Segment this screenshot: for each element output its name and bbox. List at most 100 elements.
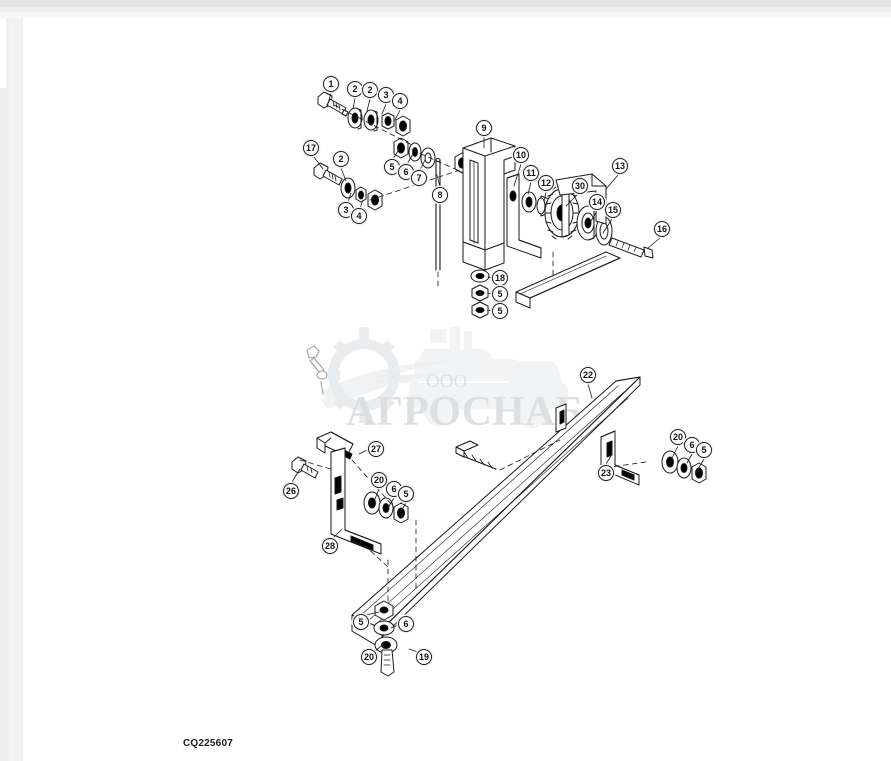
part-rod-8 xyxy=(435,158,441,271)
part-chain-link xyxy=(455,440,497,470)
part-bracket-10 xyxy=(506,173,542,259)
callout-4: 4 xyxy=(349,206,369,226)
callout-16: 16 xyxy=(652,219,672,239)
part-nut-4 xyxy=(395,115,411,137)
part-nut-4b xyxy=(367,189,383,211)
callout-2: 2 xyxy=(360,80,380,100)
callout-number: 16 xyxy=(657,224,667,234)
callout-number: 26 xyxy=(286,486,296,496)
callout-8: 8 xyxy=(430,185,450,205)
callout-number: 6 xyxy=(403,167,408,177)
drawing-code-label: CQ225607 xyxy=(183,738,233,749)
part-nut-5a xyxy=(393,137,409,159)
part-washer-6a xyxy=(408,142,422,162)
part-bolt-26 xyxy=(291,456,319,479)
callout-number: 13 xyxy=(615,161,625,171)
callout-22: 22 xyxy=(578,365,598,385)
callout-20: 20 xyxy=(668,427,688,447)
part-washer-18 xyxy=(470,269,490,283)
part-washer-6r xyxy=(676,457,692,479)
callout-number: 8 xyxy=(437,190,442,200)
page-sheet xyxy=(23,18,891,761)
part-washer-2a xyxy=(347,107,363,130)
callout-26: 26 xyxy=(281,481,301,501)
callout-2: 2 xyxy=(331,149,351,169)
callout-20: 20 xyxy=(359,647,379,667)
callout-9: 9 xyxy=(474,118,494,138)
part-nut-3b xyxy=(355,186,367,203)
window-top-band xyxy=(0,0,891,7)
callout-number: 19 xyxy=(419,652,429,662)
callout-number: 27 xyxy=(371,444,381,454)
callout-11: 11 xyxy=(521,163,541,183)
part-nut-5r xyxy=(691,462,707,484)
part-nut-5bot xyxy=(374,600,394,621)
callout-number: 5 xyxy=(358,617,363,627)
lower-leader-lines xyxy=(291,383,705,653)
callout-number: 2 xyxy=(367,85,372,95)
callout-4: 4 xyxy=(390,91,410,111)
callout-number: 5 xyxy=(403,489,408,499)
part-washer-11 xyxy=(521,191,537,213)
callout-7: 7 xyxy=(409,168,429,188)
callout-12: 12 xyxy=(536,173,556,193)
callout-23: 23 xyxy=(596,463,616,483)
lower-assembly xyxy=(291,345,707,677)
part-washer-20l xyxy=(363,491,381,515)
callout-number: 5 xyxy=(497,306,502,316)
callout-15: 15 xyxy=(603,200,623,220)
callout-20: 20 xyxy=(369,470,389,490)
part-bracket-13 xyxy=(555,173,607,225)
callout-number: 3 xyxy=(343,205,348,215)
callout-number: 6 xyxy=(403,619,408,629)
callout-13: 13 xyxy=(610,156,630,176)
part-nut-5c xyxy=(471,301,489,319)
callout-10: 10 xyxy=(511,145,531,165)
callout-number: 20 xyxy=(673,432,683,442)
callout-number: 3 xyxy=(383,90,388,100)
part-nut-3 xyxy=(381,112,395,130)
callout-14: 14 xyxy=(587,192,607,212)
callout-number: 9 xyxy=(481,123,486,133)
callout-17: 17 xyxy=(301,138,321,158)
left-gutter xyxy=(9,18,23,761)
callout-6: 6 xyxy=(396,614,416,634)
part-rail-upper xyxy=(515,251,621,309)
part-bracket-28 xyxy=(330,447,382,555)
callout-number: 18 xyxy=(495,273,505,283)
part-nut-5b xyxy=(471,284,489,302)
part-small-bolt-faint xyxy=(306,345,328,395)
callout-19: 19 xyxy=(414,647,434,667)
callout-number: 20 xyxy=(374,475,384,485)
callout-number: 23 xyxy=(601,468,611,478)
callout-number: 5 xyxy=(389,162,394,172)
callout-number: 12 xyxy=(541,178,551,188)
callout-number: 17 xyxy=(306,143,316,153)
part-washer-2b xyxy=(363,109,379,132)
callout-5: 5 xyxy=(396,484,416,504)
part-washer-6l xyxy=(378,497,394,519)
callout-number: 6 xyxy=(689,440,694,450)
callout-27: 27 xyxy=(366,439,386,459)
callout-number: 6 xyxy=(391,484,396,494)
part-nut-5l xyxy=(393,502,409,524)
callout-number: 14 xyxy=(592,197,602,207)
callout-5: 5 xyxy=(490,301,510,321)
callout-2: 2 xyxy=(345,79,365,99)
part-rail-clip xyxy=(555,403,567,433)
callout-number: 10 xyxy=(516,150,526,160)
window-top-band-3 xyxy=(0,12,891,18)
callout-number: 4 xyxy=(356,211,361,221)
callout-number: 5 xyxy=(497,289,502,299)
part-washer-2c xyxy=(340,177,356,199)
callout-number: 2 xyxy=(352,84,357,94)
callout-5: 5 xyxy=(490,284,510,304)
callout-1: 1 xyxy=(321,74,341,94)
upper-assembly xyxy=(313,91,661,319)
callout-30: 30 xyxy=(570,176,590,196)
callout-number: 5 xyxy=(701,445,706,455)
callout-number: 7 xyxy=(416,173,421,183)
part-bolt-17 xyxy=(313,162,343,186)
callout-number: 2 xyxy=(338,154,343,164)
